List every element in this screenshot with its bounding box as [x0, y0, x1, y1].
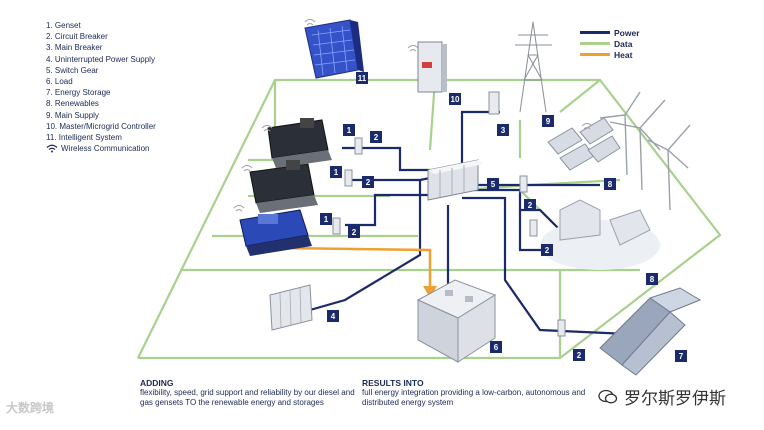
marker-label: 5: [491, 180, 496, 189]
flow-legend: Power Data Heat: [580, 27, 640, 60]
marker-label: 11: [358, 74, 367, 83]
marker-3: 3: [497, 124, 509, 136]
marker-6: 6: [490, 341, 502, 353]
flow-label: Data: [614, 38, 633, 49]
controller-cabinet: [417, 41, 447, 93]
wifi-icon: [46, 144, 58, 153]
legend-item: 1. Genset: [46, 21, 81, 30]
legend-item: 9. Main Supply: [46, 110, 99, 120]
switch-gear-cabinet: [427, 159, 484, 201]
marker-label: 1: [334, 168, 339, 177]
legend-item: 7. Energy Storage: [46, 88, 111, 98]
factory-load: [540, 199, 660, 270]
marker-label: 2: [374, 133, 379, 142]
results-caption: RESULTS INTO full energy integration pro…: [362, 378, 602, 408]
wireless-icons: [233, 19, 593, 212]
heat-swatch: [580, 53, 610, 56]
chat-logo-icon: [598, 389, 618, 403]
marker-2: 2: [541, 244, 553, 256]
flow-legend-data: Data: [580, 38, 640, 49]
wind-turbines: [599, 91, 691, 211]
legend-item: 4. Uninterrupted Power Supply: [46, 54, 155, 64]
marker-label: 9: [546, 117, 551, 126]
marker-label: 10: [451, 95, 460, 104]
legend-item: 11. Intelligent System: [46, 133, 122, 143]
component-legend: 1. Genset 2. Circuit Breaker 3. Main Bre…: [46, 20, 156, 154]
genset-3: [239, 209, 312, 256]
marker-label: 2: [545, 246, 550, 255]
marker-label: 1: [324, 215, 329, 224]
marker-1: 1: [320, 213, 332, 225]
marker-2: 2: [370, 131, 382, 143]
watermark-right: 罗尔斯罗伊斯: [598, 384, 726, 409]
legend-item: 10. Master/Microgrid Controller: [46, 121, 156, 131]
solar-panels: [547, 117, 621, 171]
marker-8: 8: [646, 273, 658, 285]
watermark-left: 大数跨境: [6, 399, 54, 416]
legend-item: 5. Switch Gear: [46, 65, 99, 75]
heat-flow: [281, 246, 437, 298]
marker-4: 4: [327, 310, 339, 322]
marker-1: 1: [343, 124, 355, 136]
flow-label: Power: [614, 27, 640, 38]
legend-item: 2. Circuit Breaker: [46, 32, 108, 42]
legend-item: 3. Main Breaker: [46, 43, 103, 53]
wireless-label: Wireless Communication: [61, 144, 150, 154]
results-text: full energy integration providing a low-…: [362, 388, 586, 407]
watermark-right-text: 罗尔斯罗伊斯: [624, 389, 726, 408]
marker-label: 8: [650, 275, 655, 284]
marker-label: 8: [608, 180, 613, 189]
marker-9: 9: [542, 115, 554, 127]
marker-2: 2: [524, 199, 536, 211]
legend-item: 8. Renewables: [46, 99, 99, 109]
marker-label: 1: [347, 126, 352, 135]
legend-item-wireless: Wireless Communication: [46, 143, 156, 154]
marker-8: 8: [604, 178, 616, 190]
results-title: RESULTS INTO: [362, 378, 424, 388]
marker-2: 2: [362, 176, 374, 188]
number-markers: 1 2 1 2 1 2 3 9 10 11 5 2 8 2 8 4 6 2 7: [320, 72, 687, 362]
marker-2: 2: [573, 349, 585, 361]
marker-label: 2: [366, 178, 371, 187]
marker-2: 2: [348, 226, 360, 238]
marker-7: 7: [675, 350, 687, 362]
marker-11: 11: [356, 72, 368, 84]
adding-caption: ADDING flexibility, speed, grid support …: [140, 378, 360, 408]
genset-1: [267, 118, 332, 168]
marker-1: 1: [330, 166, 342, 178]
flow-legend-power: Power: [580, 27, 640, 38]
data-swatch: [580, 42, 610, 45]
transmission-tower: [515, 21, 552, 113]
marker-label: 2: [352, 228, 357, 237]
genset-2: [249, 160, 318, 213]
marker-label: 6: [494, 343, 499, 352]
watermark-left-text: 大数跨境: [6, 401, 55, 415]
intelligent-system-panel: [304, 19, 364, 79]
marker-label: 4: [331, 312, 336, 321]
breakers: [332, 91, 566, 337]
flow-legend-heat: Heat: [580, 49, 640, 60]
marker-10: 10: [449, 93, 461, 105]
legend-item: 6. Load: [46, 77, 73, 87]
marker-label: 7: [679, 352, 684, 361]
marker-label: 2: [577, 351, 582, 360]
marker-label: 3: [501, 126, 506, 135]
power-swatch: [580, 31, 610, 34]
energy-storage-container: [599, 287, 702, 376]
adding-text: flexibility, speed, grid support and rel…: [140, 388, 355, 407]
marker-label: 2: [528, 201, 533, 210]
flow-label: Heat: [614, 49, 633, 60]
marker-5: 5: [487, 178, 499, 190]
load-building: [416, 279, 497, 363]
adding-title: ADDING: [140, 378, 174, 388]
ups-cabinet: [269, 284, 313, 331]
